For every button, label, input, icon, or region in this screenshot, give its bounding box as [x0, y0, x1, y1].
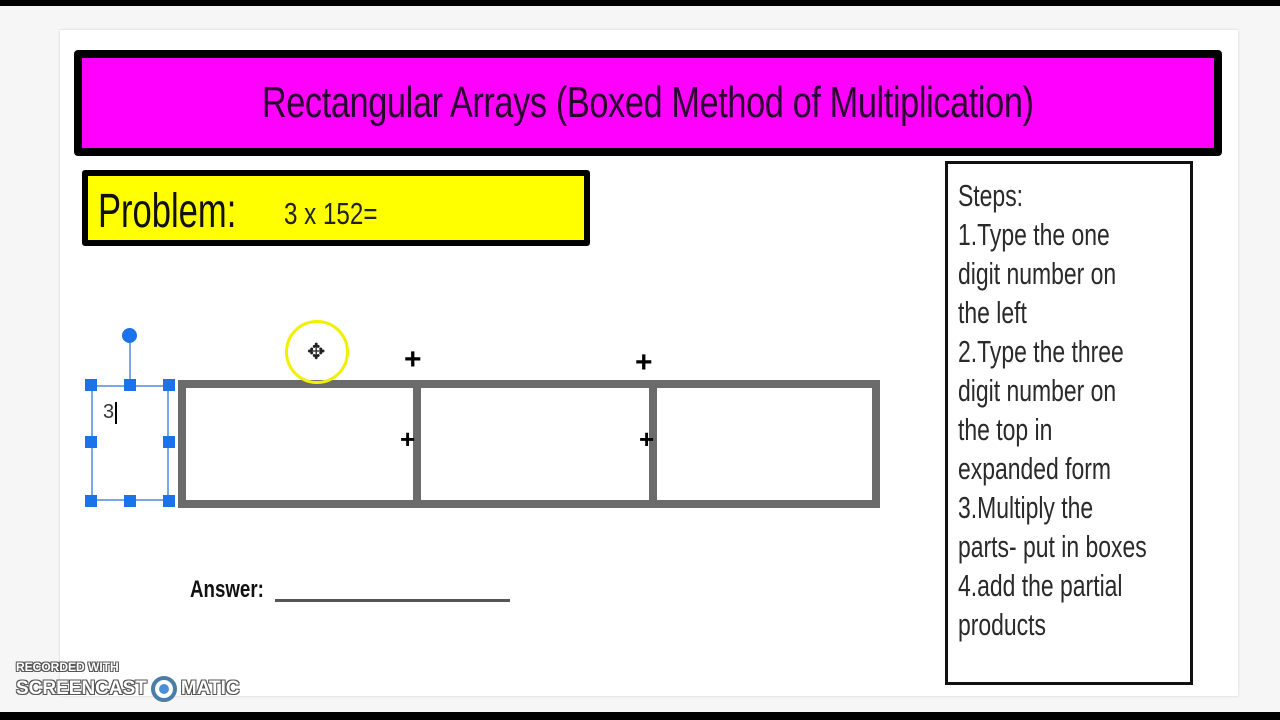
answer-label: Answer: — [190, 576, 264, 603]
rotate-connector — [129, 342, 131, 384]
video-top-bar — [0, 0, 1280, 6]
resize-handle-e[interactable] — [163, 436, 175, 448]
plus-icon: + — [635, 346, 653, 379]
steps-line: expanded form — [958, 451, 1112, 486]
cursor-highlight — [285, 320, 349, 384]
problem-banner[interactable]: Problem: 3 x 152= — [82, 170, 590, 246]
array-divider — [649, 388, 657, 500]
plus-icon: + — [639, 424, 655, 454]
multiplier-textbox[interactable]: 3 — [91, 385, 169, 501]
resize-handle-sw[interactable] — [85, 495, 97, 507]
steps-line: parts- put in boxes — [958, 529, 1147, 564]
watermark-recorded-with: RECORDED WITH — [16, 660, 119, 674]
steps-line: 2.Type the three — [958, 334, 1124, 369]
title-banner[interactable]: Rectangular Arrays (Boxed Method of Mult… — [74, 50, 1222, 156]
watermark-brand-right: MATIC — [180, 678, 240, 699]
steps-panel[interactable]: Steps: 1.Type the one digit number on th… — [945, 161, 1193, 685]
steps-line: digit number on — [958, 256, 1117, 291]
problem-expression: 3 x 152= — [284, 196, 378, 231]
resize-handle-ne[interactable] — [163, 379, 175, 391]
resize-handle-se[interactable] — [163, 495, 175, 507]
watermark-brand: SCREENCAST MATIC — [16, 676, 240, 702]
steps-line: 4.add the partial — [958, 568, 1123, 603]
array-divider — [413, 388, 421, 500]
array-cell-3[interactable] — [657, 388, 872, 500]
array-cell-1[interactable] — [186, 388, 413, 500]
array-cell-2[interactable] — [421, 388, 649, 500]
text-caret — [115, 401, 118, 424]
steps-text: Steps: 1.Type the one digit number on th… — [958, 176, 1180, 644]
steps-line: digit number on — [958, 373, 1117, 408]
multiplier-value[interactable]: 3 — [103, 401, 118, 424]
array-grid[interactable] — [178, 380, 880, 508]
problem-label: Problem: — [98, 185, 237, 238]
steps-line: the top in — [958, 412, 1053, 447]
steps-line: the left — [958, 295, 1027, 330]
steps-heading: Steps: — [958, 178, 1024, 213]
video-bottom-bar — [0, 712, 1280, 720]
resize-handle-s[interactable] — [124, 495, 136, 507]
resize-handle-n[interactable] — [124, 379, 136, 391]
plus-icon: + — [400, 424, 416, 454]
plus-icon: + — [404, 343, 422, 376]
steps-line: 1.Type the one — [958, 217, 1110, 252]
watermark-brand-left: SCREENCAST — [16, 678, 147, 699]
steps-line: products — [958, 607, 1046, 642]
rotate-handle[interactable] — [122, 328, 137, 343]
answer-blank[interactable] — [275, 599, 510, 602]
resize-handle-w[interactable] — [85, 436, 97, 448]
screencast-logo-icon — [150, 676, 177, 702]
resize-handle-nw[interactable] — [85, 379, 97, 391]
screencast-watermark: RECORDED WITH SCREENCAST MATIC — [16, 660, 240, 702]
slide-title: Rectangular Arrays (Boxed Method of Mult… — [262, 78, 1034, 127]
steps-line: 3.Multiply the — [958, 490, 1094, 525]
move-cursor-icon: ✥ — [307, 339, 326, 364]
